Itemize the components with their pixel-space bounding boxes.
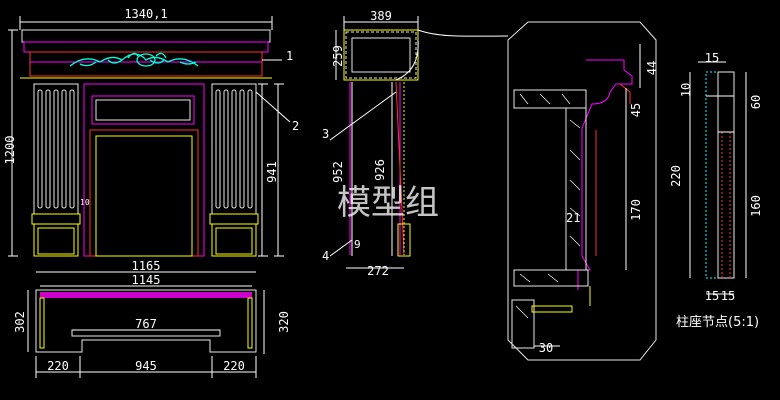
side-section: 389 259 952 926 272 9 3 4 — [322, 9, 509, 278]
plan-opening-width: 767 — [135, 317, 157, 331]
plan-left-leg: 220 — [47, 359, 69, 373]
plan-inner-width: 1145 — [132, 273, 161, 287]
side-top-height: 259 — [331, 45, 345, 67]
plan-view: 1165 1145 767 302 320 220 945 220 — [13, 259, 291, 378]
leader-1: 1 — [286, 49, 293, 63]
plan-right-depth: 320 — [277, 311, 291, 333]
detail-45: 45 — [629, 103, 643, 117]
leader-3: 3 — [322, 127, 329, 141]
watermark: 模型组 — [337, 183, 439, 223]
plan-right-leg: 220 — [223, 359, 245, 373]
column-base-node: 15 10 220 60 160 15 15 柱座节点(5:1) — [669, 51, 763, 330]
node-h60: 60 — [749, 95, 763, 109]
detail-44: 44 — [645, 61, 659, 75]
side-small: 9 — [354, 238, 361, 251]
side-bottom-width: 272 — [367, 264, 389, 278]
detail-view: 44 45 170 21 30 — [507, 21, 659, 361]
plan-left-depth: 302 — [13, 311, 27, 333]
detail-21: 21 — [566, 211, 580, 225]
detail-30: 30 — [539, 341, 553, 355]
node-b2: 15 — [721, 289, 735, 303]
node-caption: 柱座节点(5:1) — [676, 315, 759, 330]
side-h2: 926 — [373, 159, 387, 181]
front-elevation: 1340,1 1200 10 — [3, 7, 299, 257]
node-h10: 10 — [679, 83, 693, 97]
leader-2: 2 — [292, 119, 299, 133]
front-small-label: 10 — [80, 198, 90, 207]
side-h1: 952 — [331, 161, 345, 183]
front-height-label: 1200 — [3, 136, 17, 165]
plan-outer-width: 1165 — [132, 259, 161, 273]
detail-170: 170 — [629, 199, 643, 221]
plan-middle: 945 — [135, 359, 157, 373]
node-h220: 220 — [669, 165, 683, 187]
leader-4: 4 — [322, 249, 329, 263]
ornament-carving — [69, 52, 199, 67]
front-width-label: 1340,1 — [124, 7, 167, 21]
node-b1: 15 — [705, 289, 719, 303]
node-top: 15 — [705, 51, 719, 65]
front-inner-height-label: 941 — [265, 161, 279, 183]
side-top-width: 389 — [370, 9, 392, 23]
node-h160: 160 — [749, 195, 763, 217]
